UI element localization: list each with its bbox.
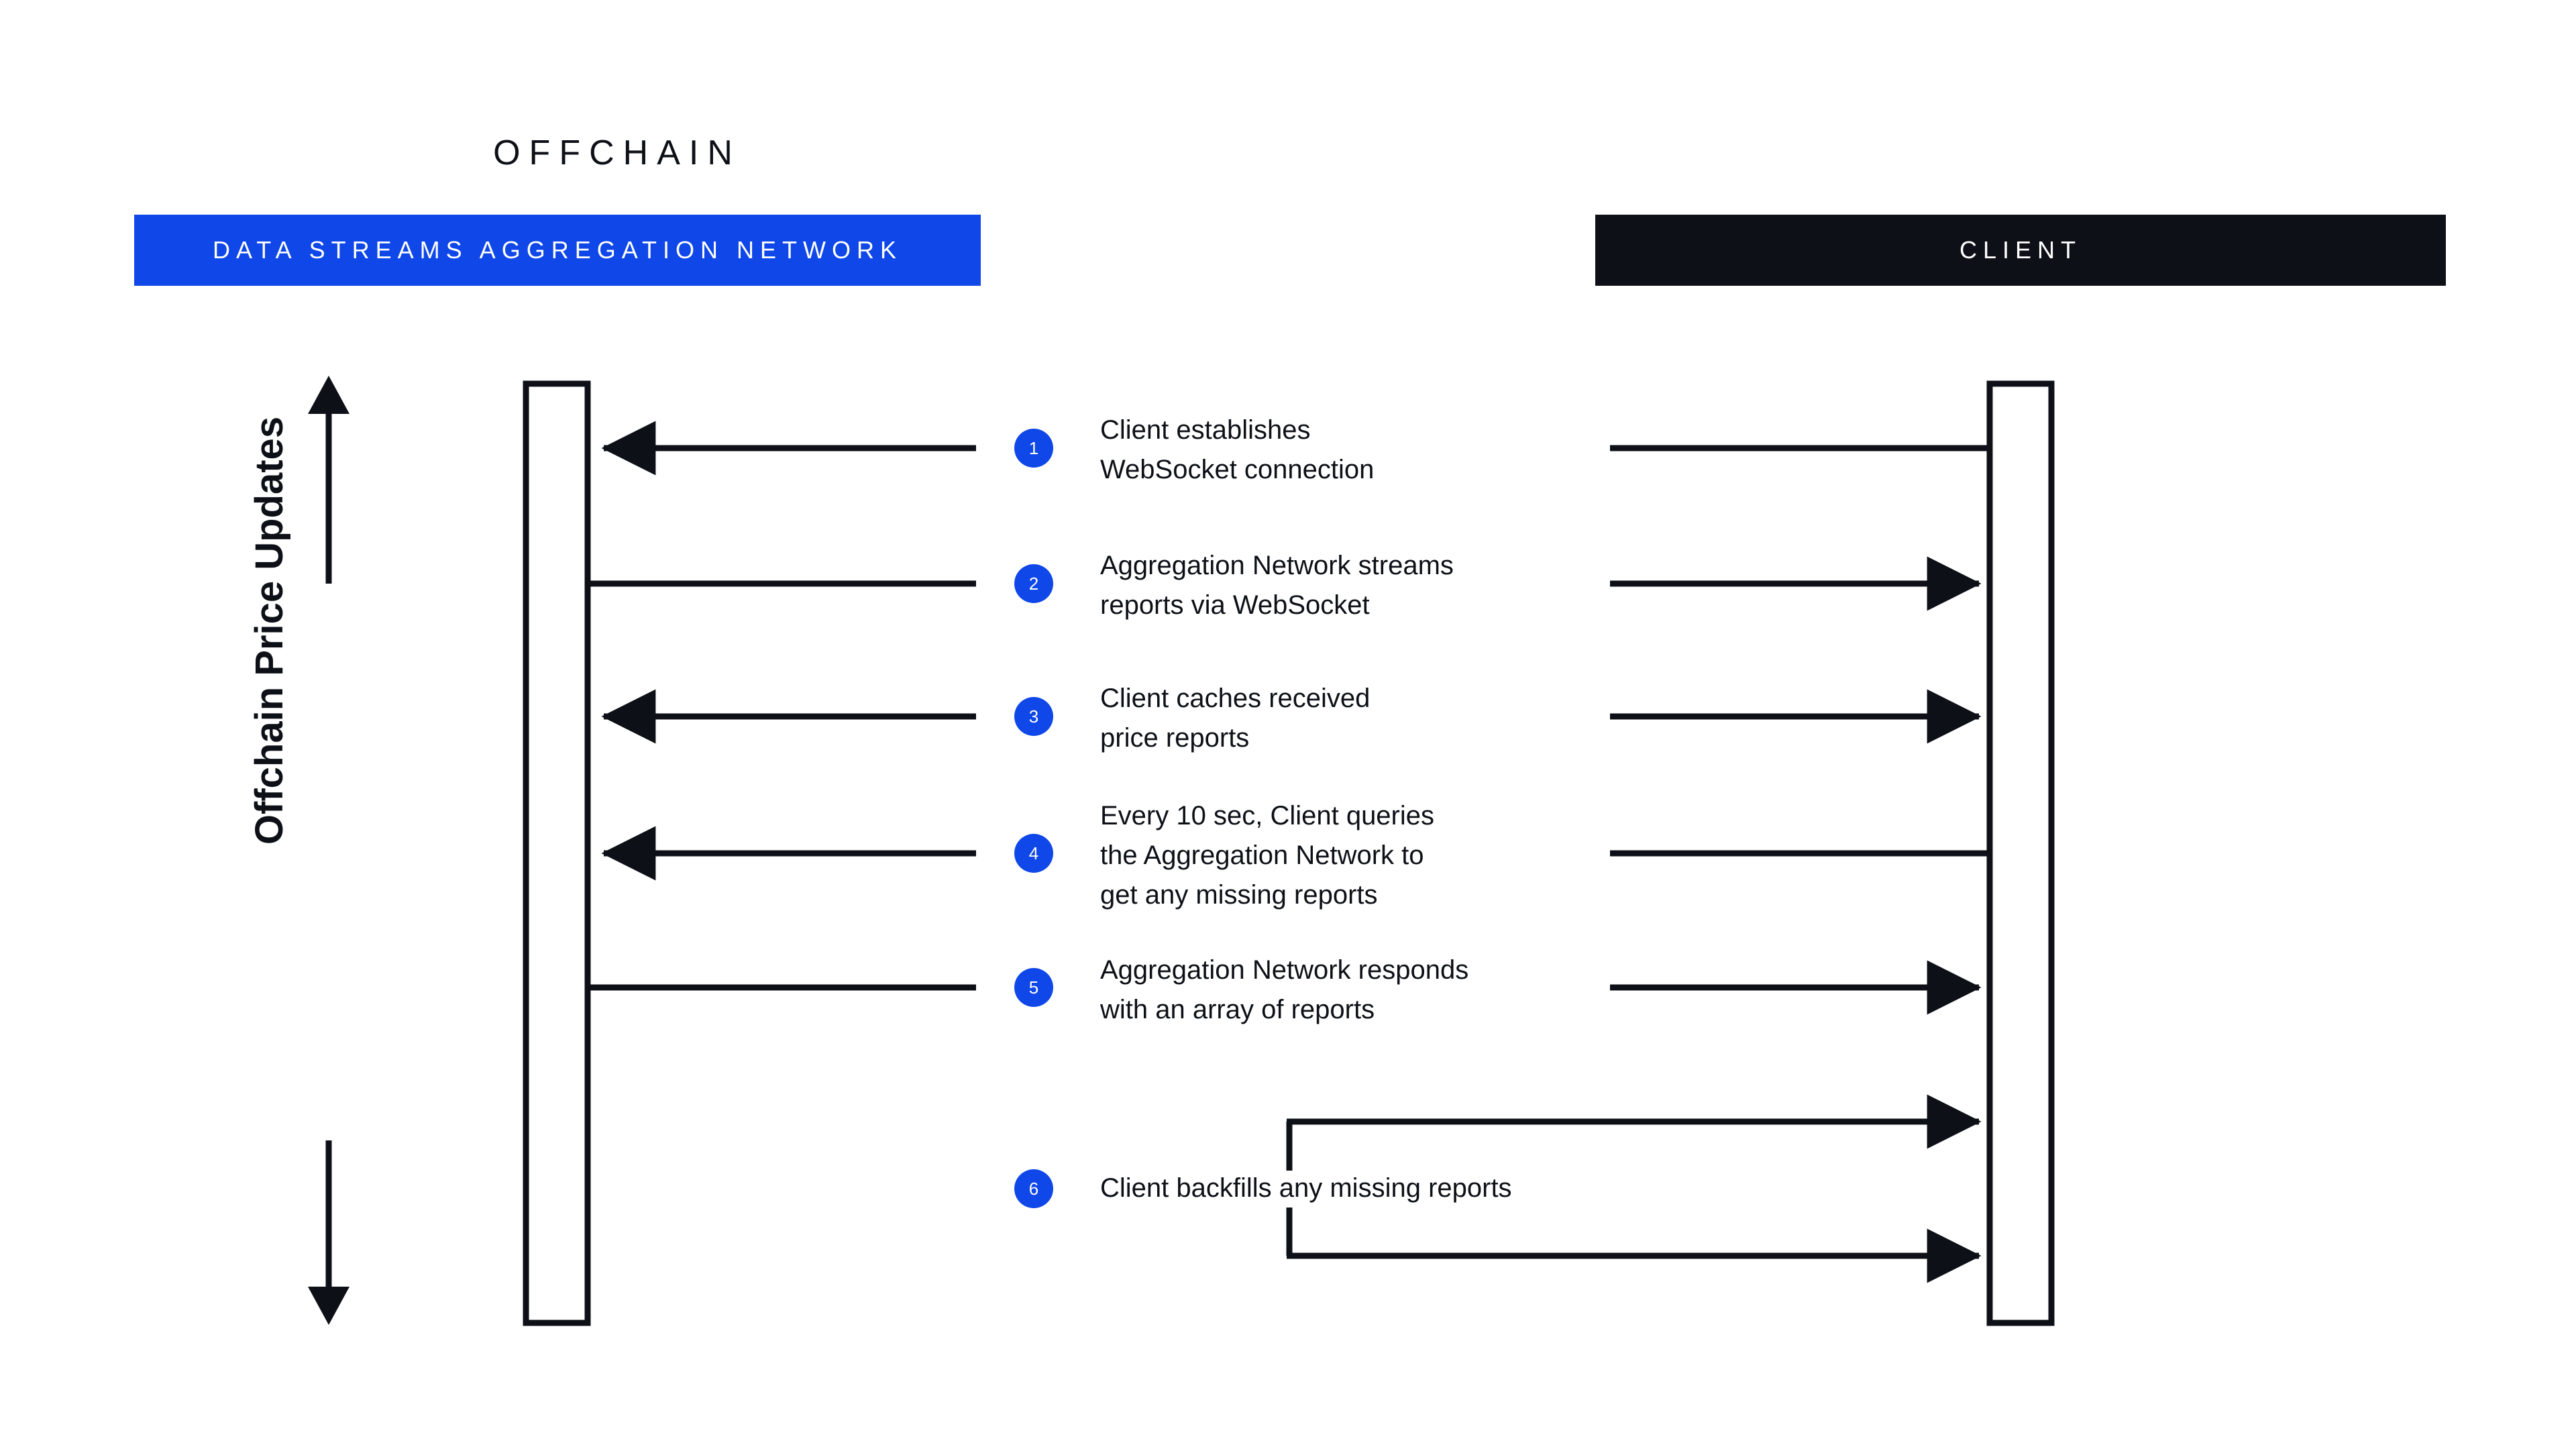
step-badge-5-number: 5 bbox=[1028, 977, 1039, 998]
step-text-1: Client establishes WebSocket connection bbox=[1100, 415, 1375, 484]
step-badge-4-number: 4 bbox=[1028, 843, 1039, 863]
step-badge-1-number: 1 bbox=[1028, 438, 1039, 458]
step-badge-6: 6 bbox=[1014, 1169, 1053, 1208]
down-arrow-icon bbox=[308, 1287, 350, 1325]
offchain-price-updates-axis-arrow bbox=[308, 376, 350, 1325]
actor-header-aggregation-network-label: DATA STREAMS AGGREGATION NETWORK bbox=[212, 236, 903, 264]
step-badge-4: 4 bbox=[1014, 834, 1053, 873]
step-text-5: Aggregation Network responds with an arr… bbox=[1100, 955, 1469, 1024]
lifeline-aggregation-network bbox=[523, 380, 591, 1326]
message-arrow-step-6 bbox=[1286, 1094, 1982, 1283]
actor-header-client: CLIENT bbox=[1595, 215, 2446, 286]
step-badge-3-number: 3 bbox=[1028, 706, 1039, 727]
diagram-title-text: OFFCHAIN bbox=[493, 133, 741, 172]
actor-header-aggregation-network: DATA STREAMS AGGREGATION NETWORK bbox=[134, 215, 981, 286]
step-text-2: Aggregation Network streams reports via … bbox=[1100, 551, 1454, 620]
step-text-4: Every 10 sec, Client queries the Aggrega… bbox=[1100, 801, 1435, 910]
lifeline-client bbox=[1986, 380, 2055, 1326]
step-badge-2: 2 bbox=[1014, 564, 1053, 603]
step-badge-5: 5 bbox=[1014, 968, 1053, 1007]
step-text-3: Client caches received price reports bbox=[1100, 684, 1371, 753]
step-badge-3: 3 bbox=[1014, 697, 1053, 736]
step-text-6: Client backfills any missing reports bbox=[1100, 1173, 1512, 1203]
step-badge-2-number: 2 bbox=[1028, 574, 1039, 594]
up-arrow-icon bbox=[308, 376, 350, 414]
diagram-title: OFFCHAIN bbox=[0, 133, 2576, 173]
actor-header-client-label: CLIENT bbox=[1959, 236, 2082, 264]
step-badge-6-number: 6 bbox=[1028, 1179, 1039, 1199]
step-badge-1: 1 bbox=[1014, 429, 1053, 468]
